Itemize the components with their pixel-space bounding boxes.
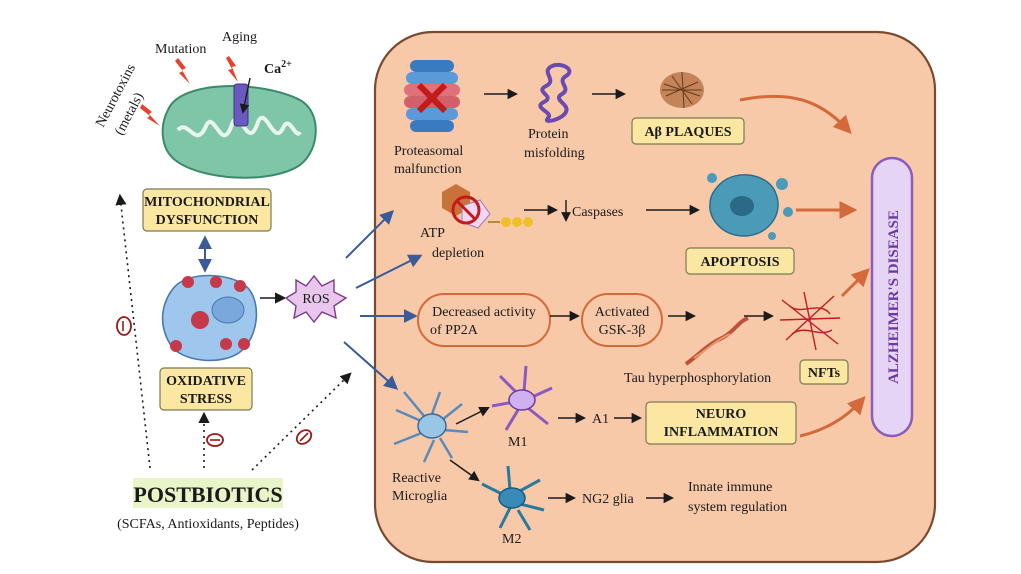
postbiotics-subtitle: (SCFAs, Antioxidants, Peptides) bbox=[117, 517, 299, 532]
lightning-icon bbox=[175, 58, 190, 84]
stressed-cell-icon bbox=[161, 274, 258, 362]
atp-molecule-icon bbox=[442, 184, 533, 229]
inhibition-icon bbox=[116, 316, 132, 336]
misfolded-protein-icon bbox=[538, 63, 572, 123]
aging-label: Aging bbox=[222, 30, 257, 45]
postbiotics-ros-arrow bbox=[251, 372, 352, 471]
innate-line2: system regulation bbox=[688, 500, 787, 515]
mitochondrion-icon bbox=[161, 77, 317, 179]
oxidative-stress-line2: STRESS bbox=[180, 392, 232, 407]
lightning-icon bbox=[226, 56, 238, 82]
neuro-line2: INFLAMMATION bbox=[664, 425, 779, 440]
misfolding-line2: misfolding bbox=[524, 146, 585, 161]
oxidative-stress-box bbox=[159, 367, 253, 411]
inhibition-icon bbox=[295, 429, 313, 445]
neuroinflammation-box bbox=[645, 401, 797, 445]
ros-to-microglia-arrow bbox=[343, 341, 399, 390]
microglia-to-m2-arrow bbox=[449, 459, 480, 482]
microglia-to-m1-arrow bbox=[455, 407, 490, 425]
alzheimers-bar bbox=[870, 156, 914, 438]
tau-filament-icon bbox=[693, 333, 731, 359]
atp-line2: depletion bbox=[432, 246, 484, 261]
proteasomal-line1: Proteasomal bbox=[394, 144, 463, 159]
apoptosis-box bbox=[685, 247, 795, 275]
gsk-line2: GSK-3β bbox=[599, 323, 646, 338]
mito-dysfunction-line2: DYSFUNCTION bbox=[156, 213, 259, 228]
nfts-to-ad-arrow bbox=[840, 268, 870, 298]
gsk-line1: Activated bbox=[595, 305, 649, 320]
atp-line1: ATP bbox=[420, 226, 445, 241]
ab-plaques-box bbox=[631, 117, 745, 145]
ros-to-atp-arrow bbox=[355, 254, 423, 289]
ab-plaques-label: Aβ PLAQUES bbox=[644, 125, 731, 140]
microglia-line2: Microglia bbox=[392, 489, 448, 504]
ng2-label: NG2 glia bbox=[582, 492, 635, 507]
plaques-to-ad-arrow bbox=[739, 94, 852, 134]
m1-label: M1 bbox=[508, 435, 527, 450]
mito-dysfunction-box bbox=[142, 188, 272, 232]
apoptosis-label: APOPTOSIS bbox=[700, 255, 779, 270]
a1-label: A1 bbox=[592, 412, 609, 427]
apoptotic-cell-icon bbox=[707, 173, 793, 240]
calcium-label: Ca2+ bbox=[264, 59, 292, 77]
mito-dysfunction-line1: MITOCHONDRIAL bbox=[144, 195, 270, 210]
ros-label: ROS bbox=[302, 292, 329, 307]
nfts-label: NFTs bbox=[808, 366, 841, 381]
postbiotics-neurotoxins-arrow bbox=[115, 193, 151, 469]
postbiotics-title: POSTBIOTICS bbox=[133, 482, 282, 507]
reactive-microglia-icon bbox=[393, 391, 469, 463]
m1-microglia-icon bbox=[491, 365, 553, 431]
oxidative-stress-line1: OXIDATIVE bbox=[166, 374, 246, 389]
neuro-line1: NEURO bbox=[696, 407, 747, 422]
ros-to-proteasomal-arrow bbox=[345, 210, 394, 259]
m2-label: M2 bbox=[502, 532, 521, 547]
pp2a-line2: of PP2A bbox=[430, 323, 479, 338]
nft-tangle-icon bbox=[779, 291, 841, 351]
inhibition-icon bbox=[206, 433, 224, 447]
microglia-line1: Reactive bbox=[392, 471, 441, 486]
proteasome-icon bbox=[404, 60, 460, 132]
nfts-box bbox=[799, 359, 849, 385]
misfolding-line1: Protein bbox=[528, 127, 568, 142]
lightning-icon bbox=[140, 104, 160, 126]
gsk-oval bbox=[581, 293, 663, 347]
alzheimers-label: ALZHEIMER'S DISEASE bbox=[886, 210, 902, 384]
ros-burst bbox=[284, 274, 348, 324]
tau-label: Tau hyperphosphorylation bbox=[624, 371, 771, 386]
caspases-label: Caspases bbox=[572, 205, 623, 220]
amyloid-plaque-icon bbox=[660, 71, 704, 109]
mutation-label: Mutation bbox=[155, 42, 206, 57]
pp2a-oval bbox=[417, 293, 551, 347]
proteasomal-line2: malfunction bbox=[394, 162, 462, 177]
m2-microglia-icon bbox=[481, 465, 545, 531]
postbiotics-highlight bbox=[133, 478, 283, 508]
innate-line1: Innate immune bbox=[688, 480, 772, 495]
neuro-to-ad-arrow bbox=[799, 395, 866, 438]
pp2a-line1: Decreased activity bbox=[432, 305, 536, 320]
